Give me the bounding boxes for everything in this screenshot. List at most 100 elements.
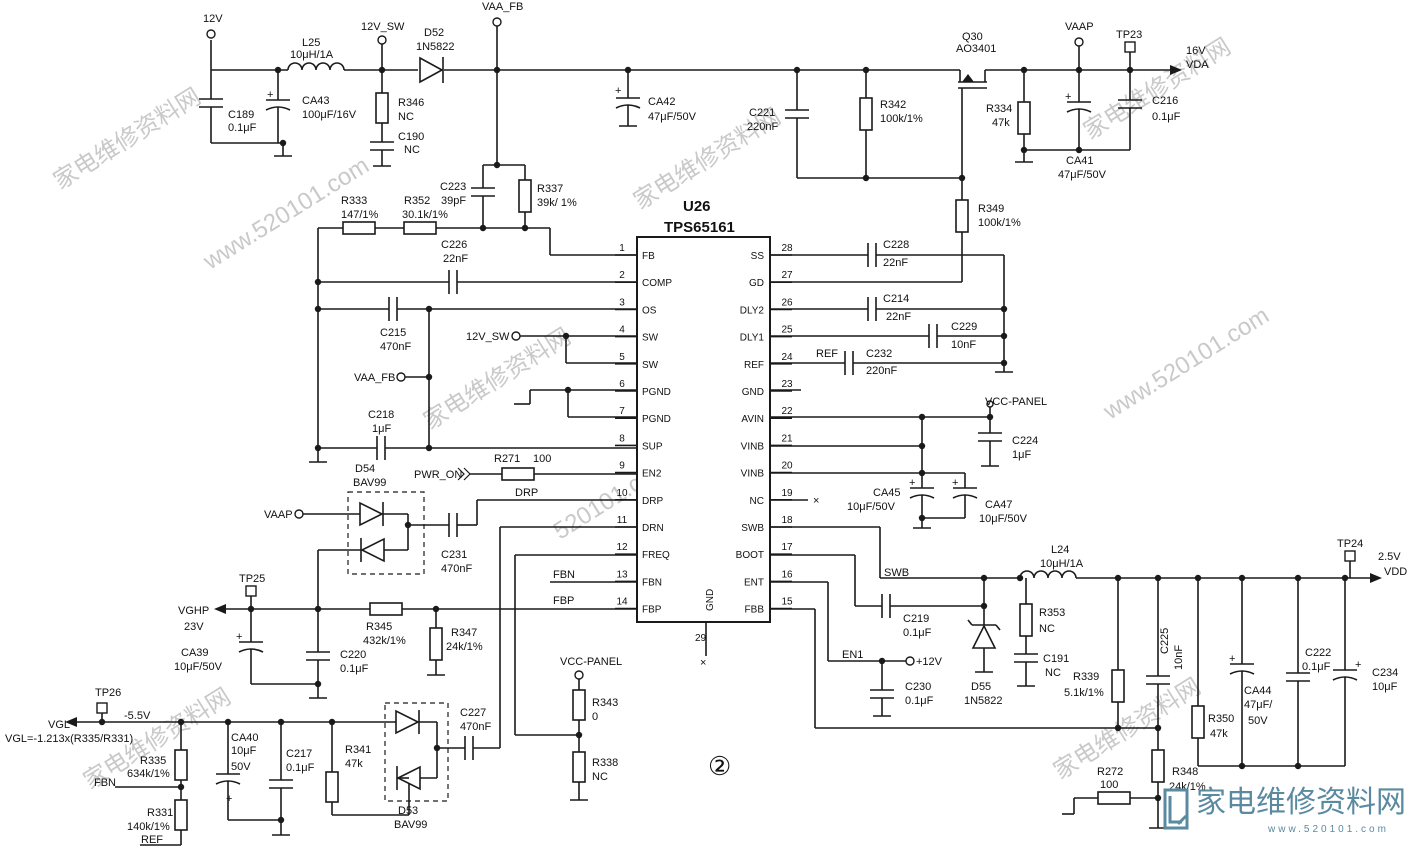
capacitor-c226 [314,270,637,294]
svg-text:+: + [226,793,232,805]
watermark-text: 家电维修资料网 [49,83,206,195]
test-point-tp25 [245,585,257,597]
c224-value: 1μF [1012,449,1031,461]
logo-url: www.520101.com [1267,824,1389,835]
svg-text:+: + [615,85,621,97]
d52-value: 1N5822 [416,41,455,53]
r331-ref: R331 [147,807,173,819]
r352-ref: R352 [404,195,430,207]
l24-ref: L24 [1051,544,1069,556]
ic-ref: U26 [683,198,711,215]
q30-ref: Q30 [962,31,983,43]
c230-ref: C230 [905,681,931,693]
svg-text:+: + [952,477,958,489]
r343-value: 0 [592,711,598,723]
c215-value: 470nF [380,341,411,353]
no-connect-icon: × [813,495,819,507]
swb-net-label: SWB [884,567,909,579]
ic-pin-number: 9 [619,461,625,472]
capacitor-ca40: + [215,722,281,821]
r338-ref: R338 [592,757,618,769]
ic-pin-name: FBP [642,605,662,616]
ic-pin-name: GND [742,387,764,398]
ic-pin-number: 5 [619,352,625,363]
ic-pin-name: BOOT [736,550,764,561]
ic-pin-name: REF [744,360,764,371]
r337-ref: R337 [537,183,563,195]
vghp-label: VGHP [178,605,209,617]
r271-value: 100 [533,453,551,465]
ic-pin-number: 25 [781,325,793,336]
ic-pin-name: VINB [741,441,765,452]
r352-value: 30.1k/1% [402,209,448,221]
vghp-voltage: 23V [184,621,204,633]
ca42-value: 47μF/50V [648,111,697,123]
ic-pin-gnd-name: GND [705,589,716,611]
r342-value: 100k/1% [880,113,923,125]
test-point-tp26 [96,702,108,714]
ic-pin-number: 26 [781,297,793,308]
capacitor-c216 [1118,70,1142,150]
ic-pin-left: 1FB [615,243,655,262]
test-point-tp24 [1344,550,1356,562]
ic-pin-name: FREQ [642,550,670,561]
ic-pin-name: SS [751,251,765,262]
ca44-value-2: 50V [1248,715,1268,727]
pgnd-wire [514,386,637,418]
en1-net-label: EN1 [842,649,863,661]
ref-label: REF [141,834,163,846]
r342-ref: R342 [880,99,906,111]
terminal-12v-sw [377,35,387,45]
c190-value: NC [404,144,420,156]
c217-ref: C217 [286,748,312,760]
terminal-vcc-panel [574,670,584,680]
ic-pin-number: 3 [619,297,625,308]
ic-pin-number: 7 [619,406,625,417]
r272-value: 100 [1100,779,1118,791]
r350-value: 47k [1210,728,1228,740]
ic-pin-name: EN2 [642,469,662,480]
ic-pins-left: 1FB2COMP3OS4SW5SW6PGND7PGND8SUP9EN210DRP… [615,243,672,616]
r350-ref: R350 [1208,713,1234,725]
ic-pin-name: DRN [642,523,664,534]
ic-pin-number: 22 [781,406,793,417]
ic-pin-left: 5SW [615,352,659,371]
ic-pin-name: GD [749,278,764,289]
c226-value: 22nF [443,253,468,265]
c216-value: 0.1μF [1152,111,1181,123]
c228-value: 22nF [883,257,908,269]
ic-pin-number: 21 [781,433,793,444]
r346-value: NC [398,111,414,123]
r345-value: 432k/1% [363,635,406,647]
r343-ref: R343 [592,697,618,709]
r347-value: 24k/1% [446,641,483,653]
svg-text:+: + [267,89,273,101]
ic-pin-name: DLY2 [740,305,765,316]
r333-ref: R333 [341,195,367,207]
c234-value: 10μF [1372,681,1398,693]
r272-ref: R272 [1097,766,1123,778]
c219-ref: C219 [903,613,929,625]
out-25v-name: VDD [1384,566,1407,578]
ic-pin-number: 2 [619,270,625,281]
vgl-voltage: -5.5V [124,710,151,722]
c223-value: 39pF [441,195,466,207]
tp24-label: TP24 [1337,538,1363,550]
r341-value: 47k [345,758,363,770]
r333-value: 147/1% [341,209,379,221]
ic-pin-number: 8 [619,433,625,444]
ic-pin-number: 15 [781,597,793,608]
ic-pin-name: OS [642,305,657,316]
r341-ref: R341 [345,744,371,756]
diode-d53 [395,709,474,791]
terminal-vaap-2 [294,509,304,519]
c231-ref: C231 [441,549,467,561]
ic-pin-number: 6 [619,379,625,390]
ca41-value: 47μF/50V [1058,169,1107,181]
l25-value: 10μH/1A [290,49,334,61]
